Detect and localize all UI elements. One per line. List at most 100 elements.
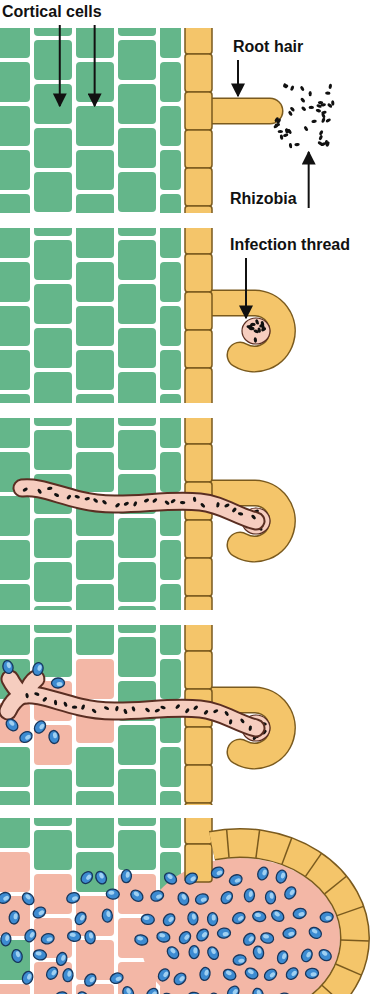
rhizobium <box>251 514 257 520</box>
bacteroid-highlight <box>183 934 190 941</box>
bacteroid-highlight <box>98 872 104 879</box>
infection-thread-start <box>242 318 270 344</box>
bacteroid-body <box>265 891 276 905</box>
cortical-cell <box>160 659 181 699</box>
epidermal-cell-wall <box>256 830 260 858</box>
bacteroid-body <box>256 866 270 882</box>
bacteroid <box>189 946 199 959</box>
cortical-cell <box>160 747 181 787</box>
rhizobium <box>160 705 166 710</box>
cortical-cell <box>160 350 181 390</box>
bacteroid <box>256 866 270 882</box>
cortical-cell <box>76 659 114 699</box>
bacteroid <box>102 909 113 923</box>
bacteroid-body <box>228 873 244 887</box>
rhizobium <box>154 708 160 713</box>
bacteroid-body <box>62 968 74 982</box>
bacteroid-body <box>270 908 286 924</box>
bacteroid-body <box>284 965 300 981</box>
bacteroid <box>21 970 35 986</box>
epidermal-cell <box>185 803 212 805</box>
cortical-cell <box>118 637 156 677</box>
cortical-cell <box>160 452 181 492</box>
bacteroid-highlight <box>257 947 262 954</box>
bacteroid <box>172 971 188 987</box>
rhizobium <box>224 710 230 716</box>
bacteroid <box>284 965 300 981</box>
epidermal-cell-wall <box>337 906 363 915</box>
bacteroid <box>1 659 14 674</box>
cortical-cell <box>118 84 156 124</box>
bacteroid-highlight <box>291 970 298 977</box>
bacteroid <box>0 932 11 946</box>
cortical-cell <box>0 150 30 190</box>
bacteroid <box>219 889 235 905</box>
bacteroid-body <box>187 911 199 925</box>
bacteroid-highlight <box>269 893 273 899</box>
bacteroid-body <box>106 889 120 900</box>
rhizobium <box>143 498 149 503</box>
bacteroid-body <box>210 865 226 880</box>
bacteroid-body <box>252 910 267 922</box>
bacteroid-highlight <box>200 897 207 903</box>
bacteroid-highlight <box>193 948 197 954</box>
bacteroid-body <box>44 965 60 981</box>
cortical-cell <box>34 28 72 36</box>
bacteroid-highlight <box>115 976 122 982</box>
bacteroid <box>300 947 315 963</box>
bacteroid-body <box>40 932 55 945</box>
rhizobium <box>224 503 230 508</box>
epidermal-cell <box>185 254 212 292</box>
bacteroid-body <box>156 967 172 983</box>
bacteroid-body <box>82 972 98 988</box>
rhizobium <box>66 494 72 500</box>
bacteroid-highlight <box>8 720 15 727</box>
cortical-cell <box>118 372 156 403</box>
bacteroid <box>225 984 241 994</box>
bacteroid <box>165 945 181 961</box>
bacteroid-highlight <box>29 931 35 938</box>
rhizobium <box>315 108 321 112</box>
epidermal-cell <box>185 520 212 558</box>
epidermal-cell <box>185 818 212 844</box>
rhizobium <box>261 325 264 331</box>
bacteroid-body <box>121 869 132 883</box>
rhizobium <box>290 85 295 91</box>
cortical-cell <box>0 540 30 580</box>
rhizobium <box>123 501 129 506</box>
bacteroid <box>265 891 276 905</box>
root-hair-outline <box>205 303 282 359</box>
bacteroid <box>207 992 220 994</box>
cortical-cell <box>160 150 181 190</box>
rhizobium <box>289 106 295 112</box>
cortical-cell <box>76 394 114 403</box>
cortical-cell <box>76 194 114 213</box>
bacteroid-highlight <box>67 971 72 977</box>
bacteroid-body <box>156 931 171 944</box>
epidermal-cell <box>185 228 212 254</box>
cortical-cell <box>34 818 72 826</box>
rhizobium <box>115 502 121 508</box>
cortical-cell <box>160 262 181 302</box>
rhizobium <box>321 117 326 123</box>
bacteroid <box>252 987 265 994</box>
rhizobium <box>42 696 48 702</box>
bacteroid-body <box>231 910 247 925</box>
bacteroid-body <box>232 954 247 966</box>
cortical-cell <box>0 262 30 302</box>
bacteroid-highlight <box>26 973 32 980</box>
bacteroid-highlight <box>247 969 254 975</box>
bacteroid <box>134 934 149 947</box>
bacteroid-body <box>32 719 48 735</box>
rhizobium <box>216 502 220 508</box>
cortical-cell <box>34 228 72 236</box>
bacteroid-body <box>31 905 47 920</box>
bacteroid <box>161 912 177 928</box>
epidermal-cell-wall <box>305 853 321 876</box>
cortical-cell <box>76 791 114 805</box>
part-label: Infection thread <box>230 236 350 254</box>
cortical-cell <box>118 418 156 426</box>
bacteroid <box>62 968 74 982</box>
cortical-cell <box>0 791 30 805</box>
bacteroid <box>177 929 193 945</box>
